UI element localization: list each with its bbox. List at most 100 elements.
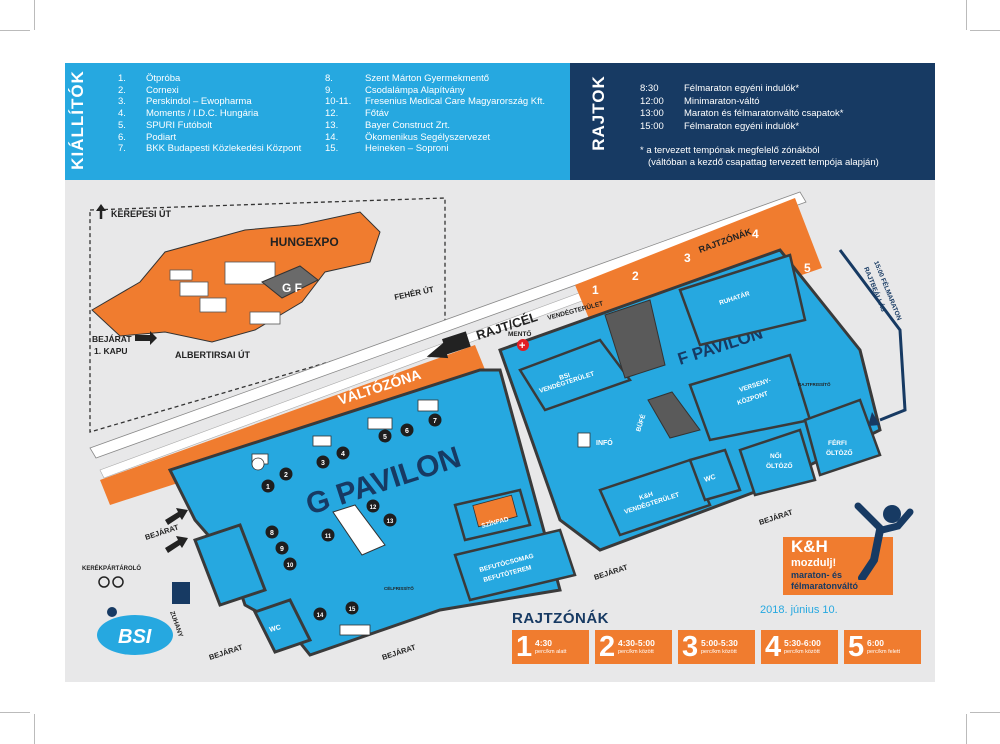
noi-oltozo bbox=[738, 428, 817, 497]
kh-brand: K&H bbox=[791, 537, 828, 556]
wc-g-label: WC bbox=[269, 624, 282, 634]
rajtzona-time: 5:00-5:30 bbox=[701, 638, 738, 648]
kh-vendeg-label: K&H bbox=[638, 491, 654, 502]
ferfi-label2: ÖLTÖZŐ bbox=[826, 448, 853, 457]
hungexpo-building bbox=[199, 297, 227, 313]
booth-marker bbox=[265, 525, 279, 539]
rajtzonak-title: RAJTZÓNÁK bbox=[512, 610, 609, 627]
noi-label: NŐI bbox=[770, 451, 782, 460]
exhibitor-name: Ökomenikus Segélyszervezet bbox=[365, 131, 491, 143]
exhibitor-number: 12. bbox=[325, 108, 339, 120]
kh-runner-icon bbox=[854, 502, 914, 580]
kh-slogan: mozdulj! bbox=[791, 557, 837, 569]
exhibitor-number: 14. bbox=[325, 131, 339, 143]
rajtzona-number: 5 bbox=[848, 631, 865, 663]
route-arrowhead-icon bbox=[868, 412, 880, 426]
booth-number: 11 bbox=[325, 534, 332, 540]
shower-room bbox=[193, 523, 267, 607]
medic-cross-icon: + bbox=[519, 340, 525, 352]
booth-marker bbox=[336, 446, 350, 460]
exhibitor-item: 4. Moments / I.D.C. Hungária bbox=[118, 108, 301, 120]
stand bbox=[367, 417, 393, 430]
crop-mark bbox=[0, 712, 30, 713]
albertirsai-label: ALBERTIRSAI ÚT bbox=[175, 349, 250, 360]
rajtzona-time: 4:30-5:00 bbox=[618, 638, 655, 648]
exhibitor-name: Cornexi bbox=[146, 84, 179, 96]
exhibitor-name: Moments / I.D.C. Hungária bbox=[146, 108, 259, 120]
exhibitor-name: Podiart bbox=[146, 131, 177, 143]
booth-marker bbox=[279, 467, 293, 481]
feher-ut-label: FEHÉR ÚT bbox=[394, 285, 435, 302]
start-time: 8:30 bbox=[640, 83, 659, 94]
start-time: 12:00 bbox=[640, 95, 664, 107]
crop-mark bbox=[970, 712, 1000, 713]
entrance-arrow-icon bbox=[165, 508, 188, 525]
bejarat-label: BEJÁRAT bbox=[144, 522, 180, 541]
gf-label: G F bbox=[282, 281, 302, 295]
booth-marker bbox=[261, 479, 275, 493]
kh-line2: félmaratonváltó bbox=[791, 581, 859, 591]
rajtfrissito-label: RAJTFRISSÍTŐ bbox=[798, 380, 831, 387]
crop-mark bbox=[34, 0, 35, 30]
kh-vendegterulet bbox=[598, 458, 712, 537]
exhibitors-panel bbox=[65, 63, 570, 180]
hungexpo-building bbox=[179, 281, 209, 297]
keker-label: KERÉKPÁRTÁROLÓ bbox=[82, 564, 141, 572]
booth-marker bbox=[283, 557, 297, 571]
bsi-vendegterulet bbox=[518, 338, 633, 412]
start-item: 13:00 Maraton és félmaratonváltó csapatok… bbox=[640, 108, 843, 121]
starts-note-line1: * a tervezett tempónak megfelelő zónákbó… bbox=[640, 145, 820, 156]
booth-number: 3 bbox=[321, 460, 325, 467]
rajtzona-numbers: 1 2 3 4 5 bbox=[592, 227, 811, 297]
starts-note: * a tervezett tempónak megfelelő zónákbó… bbox=[640, 145, 879, 169]
bejarat-label: BEJÁRAT bbox=[593, 562, 629, 581]
booth-number: 9 bbox=[280, 546, 284, 553]
booth-marker bbox=[366, 499, 380, 513]
rajtzona-time: 6:00 bbox=[867, 638, 885, 648]
start-label: Maraton és félmaratonváltó csapatok* bbox=[684, 108, 844, 119]
kh-line1: maraton- és bbox=[791, 570, 843, 580]
info-label: INFÓ bbox=[596, 438, 613, 447]
booth-marker bbox=[378, 429, 392, 443]
starts-panel bbox=[570, 63, 935, 180]
dark-block bbox=[647, 391, 701, 439]
exhibitor-item: 13.Bayer Construct Zrt. bbox=[325, 120, 545, 132]
crop-mark bbox=[966, 0, 967, 30]
hungexpo-building bbox=[249, 311, 281, 325]
booth-number: 13 bbox=[387, 519, 394, 525]
booth-marker bbox=[383, 513, 397, 527]
booth-number: 6 bbox=[405, 428, 409, 435]
stage-block bbox=[472, 494, 518, 528]
rajtzona-sub: perc/km alatt bbox=[535, 649, 567, 655]
start-time: 13:00 bbox=[640, 108, 664, 119]
booth-marker bbox=[400, 423, 414, 437]
exhibitor-item: 12.Főtáv bbox=[325, 108, 545, 120]
rajtzona-number: 2 bbox=[632, 269, 639, 283]
exhibitor-item: 1.Ötpróba bbox=[118, 73, 301, 85]
exhibitor-number: 8. bbox=[325, 73, 333, 84]
booth-marker bbox=[316, 455, 330, 469]
exhibitor-number: 9. bbox=[325, 84, 333, 96]
booth-number: 8 bbox=[270, 530, 274, 537]
crop-mark bbox=[34, 714, 35, 744]
kapu-label: 1. KAPU bbox=[94, 346, 128, 356]
exhibitor-number: 15. bbox=[325, 143, 339, 155]
bejarat-label: BEJÁRAT bbox=[381, 642, 417, 661]
entrance-arrow-icon bbox=[165, 536, 188, 553]
rajtzona-number: 3 bbox=[684, 251, 691, 265]
stand bbox=[312, 435, 332, 447]
bicycle-icon bbox=[98, 576, 110, 588]
dark-block bbox=[604, 299, 666, 379]
booth-number: 10 bbox=[287, 563, 294, 569]
ruhatar-room bbox=[678, 253, 807, 347]
crop-mark bbox=[0, 30, 30, 31]
booth-block bbox=[332, 504, 386, 556]
road-strip bbox=[89, 191, 807, 459]
exhibitor-number: 3. bbox=[118, 96, 126, 108]
exhibitor-name: Perskindol – Ewopharma bbox=[146, 96, 252, 108]
exhibitor-number: 4. bbox=[118, 108, 126, 120]
